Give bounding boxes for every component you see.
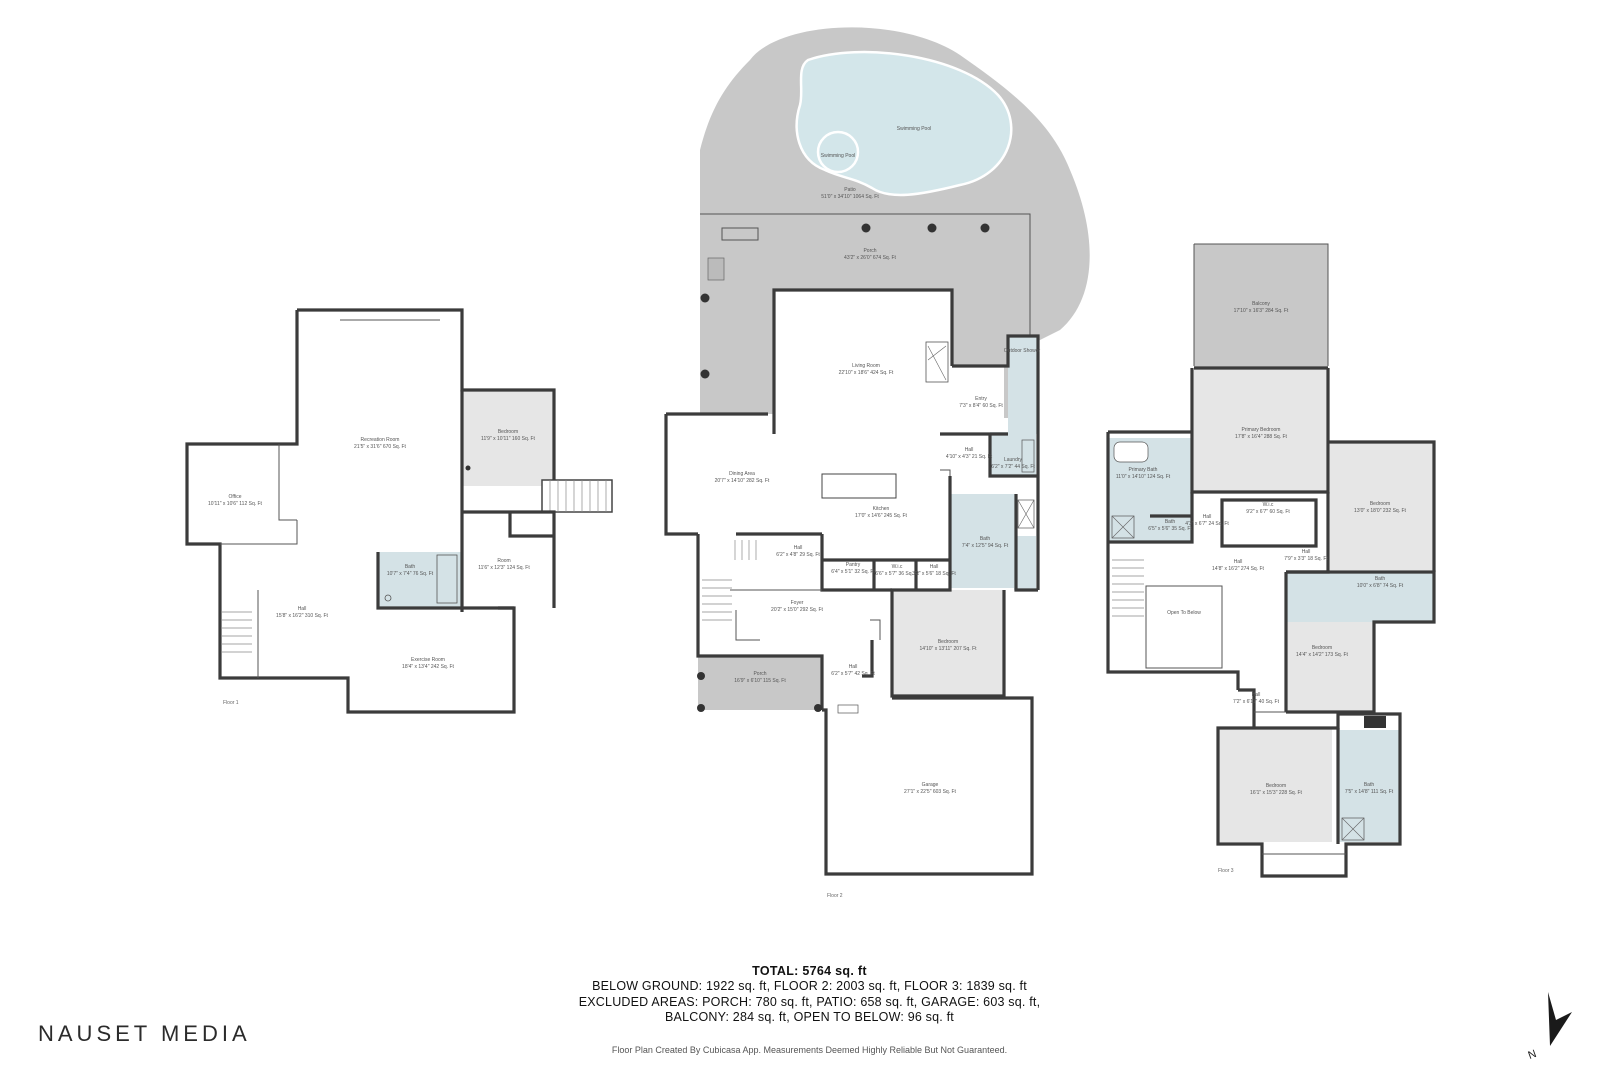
room-dims: 43'2" x 26'0" 674 Sq. Ft — [844, 255, 896, 261]
brand-logo: NAUSET MEDIA — [38, 1021, 251, 1046]
room-name: Hall — [1302, 549, 1311, 555]
room-dims: 10'7" x 7'4" 76 Sq. Ft — [387, 571, 434, 577]
floor-label: Floor 1 — [223, 700, 239, 706]
floor-2 — [664, 27, 1090, 876]
room-name: Room — [497, 558, 510, 564]
floor-1 — [185, 308, 613, 714]
room-name: W.i.c — [1263, 502, 1274, 508]
room-name: Bedroom — [938, 639, 958, 645]
room-name: Balcony — [1252, 301, 1270, 307]
room-dims: 7'3" x 8'4" 60 Sq. Ft — [959, 403, 1003, 409]
room-dims: 17'10" x 16'3" 284 Sq. Ft — [1234, 308, 1289, 314]
room-name: Hall — [849, 664, 858, 670]
room-name: Bath — [1364, 782, 1375, 788]
room-dims: 7'5" x 14'8" 111 Sq. Ft — [1345, 789, 1394, 795]
room-dims: 6'2" x 4'8" 29 Sq. Ft — [776, 552, 820, 558]
room-dims: 4'3" x 6'7" 24 Sq. Ft — [1185, 521, 1229, 527]
floor-label: Floor 2 — [827, 893, 843, 899]
room-name: Hall — [1252, 692, 1261, 698]
room-name: Pantry — [846, 562, 861, 568]
room-dims: 27'1" x 22'5" 603 Sq. Ft — [904, 789, 956, 795]
room-dims: 14'10" x 13'11" 207 Sq. Ft — [919, 646, 977, 652]
room-dims: 14'8" x 16'2" 274 Sq. Ft — [1212, 566, 1264, 572]
room-name: Bedroom — [1312, 645, 1332, 651]
room-dims: 51'0" x 34'10" 1064 Sq. Ft — [821, 194, 879, 200]
room-name: Exercise Room — [411, 657, 445, 663]
room-dims: 11'9" x 10'11" 160 Sq. Ft — [481, 436, 536, 442]
room-dims: 9'2" x 6'7" 60 Sq. Ft — [1246, 509, 1290, 515]
room-name: Bath — [980, 536, 991, 542]
room-dims: 3'2" x 5'6" 18 Sq. Ft — [912, 571, 956, 577]
total-area: TOTAL: 5764 sq. ft — [752, 964, 867, 978]
room-name: Dining Area — [729, 471, 755, 477]
north-arrow-icon: N — [1527, 992, 1572, 1060]
room-dims: 10'11" x 10'6" 112 Sq. Ft — [208, 501, 263, 507]
room-name: Bath — [1375, 576, 1386, 582]
room-dims: 20'2" x 15'0" 292 Sq. Ft — [771, 607, 823, 613]
room-name: Hall — [1203, 514, 1212, 520]
room-dims: 6'2" x 5'7" 42 Sq. Ft — [831, 671, 875, 677]
room-dims: 13'0" x 18'0" 232 Sq. Ft — [1354, 508, 1406, 514]
room-dims: 15'8" x 16'2" 310 Sq. Ft — [276, 613, 328, 619]
room-dims: 7'9" x 3'3" 18 Sq. Ft — [1284, 556, 1328, 562]
room-name: Patio — [844, 187, 856, 193]
credit-note: Floor Plan Created By Cubicasa App. Meas… — [611, 1045, 1008, 1055]
area-summary: TOTAL: 5764 sq. ft BELOW GROUND: 1922 sq… — [0, 964, 1619, 1026]
floor-3 — [1106, 243, 1436, 878]
room-dims: 21'5" x 31'6" 670 Sq. Ft — [354, 444, 406, 450]
room-name: Porch — [753, 671, 766, 677]
room-name: Laundry — [1004, 457, 1023, 463]
room-dims: 16'9" x 6'10" 115 Sq. Ft — [734, 678, 786, 684]
room-dims: 7'2" x 6'11" 40 Sq. Ft — [1233, 699, 1280, 705]
floor-label: Floor 3 — [1218, 868, 1234, 874]
room-dims: 16'1" x 15'3" 228 Sq. Ft — [1250, 790, 1302, 796]
room-name: Hall — [965, 447, 974, 453]
room-dims: 14'4" x 14'2" 173 Sq. Ft — [1296, 652, 1348, 658]
room-name: Outdoor Shower — [1004, 348, 1041, 354]
room-name: Bedroom — [1266, 783, 1286, 789]
room-name: Swimming Pool — [897, 126, 931, 132]
room-name: Bedroom — [1370, 501, 1390, 507]
summary-line: EXCLUDED AREAS: PORCH: 780 sq. ft, PATIO… — [578, 994, 1041, 1009]
room-dims: 18'4" x 13'4" 242 Sq. Ft — [402, 664, 454, 670]
room-dims: 11'0" x 14'10" 124 Sq. Ft — [1116, 474, 1171, 480]
room-dims: 6'6" x 5'7" 36 Sq. Ft — [875, 571, 919, 577]
room-dims: 7'4" x 12'5" 94 Sq. Ft — [962, 543, 1009, 549]
room-dims: 6'4" x 5'1" 32 Sq. Ft — [831, 569, 875, 575]
room-name: Hall — [794, 545, 803, 551]
room-dims: 11'6" x 12'3" 124 Sq. Ft — [478, 565, 530, 571]
room-dims: 4'10" x 4'3" 21 Sq. Ft — [946, 454, 993, 460]
room-dims: 17'8" x 16'4" 288 Sq. Ft — [1235, 434, 1287, 440]
room-dims: 10'0" x 6'8" 74 Sq. Ft — [1357, 583, 1404, 589]
room-name: Primary Bath — [1129, 467, 1158, 473]
room-dims: 6'2" x 7'2" 44 Sq. Ft — [991, 464, 1035, 470]
room-name: Office — [229, 494, 242, 500]
north-label: N — [1527, 1048, 1539, 1060]
room-name: Hall — [930, 564, 939, 570]
room-name: Kitchen — [873, 506, 890, 512]
room-labels: Recreation Room 21'5" x 31'6" 670 Sq. Ft… — [208, 126, 1407, 899]
room-name: Garage — [922, 782, 939, 788]
room-name: Swimming Pool — [821, 153, 855, 159]
room-name: Bath — [405, 564, 416, 570]
room-name: W.i.c — [892, 564, 903, 570]
room-dims: 22'10" x 18'6" 424 Sq. Ft — [839, 370, 894, 376]
room-name: Primary Bedroom — [1242, 427, 1281, 433]
room-dims: 20'7" x 14'10" 282 Sq. Ft — [715, 478, 770, 484]
summary-line: BALCONY: 284 sq. ft, OPEN TO BELOW: 96 s… — [665, 1010, 954, 1024]
room-name: Hall — [298, 606, 307, 612]
room-dims: 17'0" x 14'6" 245 Sq. Ft — [855, 513, 907, 519]
room-name: Foyer — [791, 600, 804, 606]
summary-line: BELOW GROUND: 1922 sq. ft, FLOOR 2: 2003… — [592, 979, 1027, 993]
room-name: Hall — [1234, 559, 1243, 565]
room-name: Living Room — [852, 363, 880, 369]
room-name: Entry — [975, 396, 987, 402]
room-name: Bath — [1165, 519, 1176, 525]
room-name: Recreation Room — [361, 437, 400, 443]
room-name: Open To Below — [1167, 610, 1201, 616]
room-name: Porch — [863, 248, 876, 254]
room-name: Bedroom — [498, 429, 518, 435]
room-dims: 6'5" x 5'6" 35 Sq. Ft — [1148, 526, 1192, 532]
